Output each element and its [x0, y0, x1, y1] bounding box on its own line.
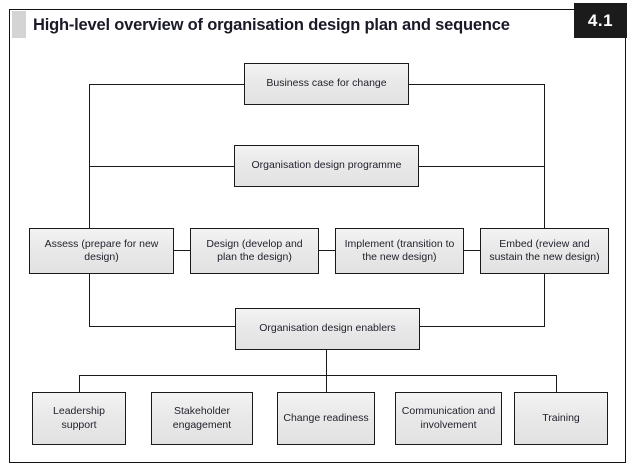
connector-businesscase-right [409, 84, 545, 86]
connector-embed-down [544, 274, 546, 327]
connector-enablers-right [419, 326, 545, 328]
node-stakeholder-engagement[interactable]: Stakeholder engagement [151, 392, 253, 445]
title-accent-bar [12, 11, 26, 38]
connector-assess-down [89, 274, 91, 327]
connector-assess-design [173, 250, 191, 252]
connector-distribution-bar [79, 375, 557, 377]
node-business-case[interactable]: Business case for change [244, 63, 409, 105]
node-leadership-support[interactable]: Leadership support [32, 392, 126, 445]
diagram-canvas: Business case for change Organisation de… [9, 44, 626, 463]
node-organisation-design-programme[interactable]: Organisation design programme [234, 145, 419, 187]
node-design[interactable]: Design (develop and plan the design) [190, 228, 319, 274]
connector-enablers-down [326, 350, 328, 376]
node-training[interactable]: Training [514, 392, 608, 445]
node-organisation-design-enablers[interactable]: Organisation design enablers [235, 308, 420, 350]
figure-number-badge: 4.1 [574, 3, 627, 38]
connector-design-implement [318, 250, 336, 252]
connector-programme-left [89, 166, 234, 168]
connector-drop-training [556, 375, 558, 393]
node-implement[interactable]: Implement (transition to the new design) [335, 228, 464, 274]
node-embed[interactable]: Embed (review and sustain the new design… [480, 228, 609, 274]
node-assess[interactable]: Assess (prepare for new design) [29, 228, 174, 274]
connector-businesscase-left [89, 84, 244, 86]
connector-drop-leadership [79, 375, 81, 393]
node-communication-and-involvement[interactable]: Communication and involvement [395, 392, 502, 445]
connector-programme-right [419, 166, 545, 168]
connector-left-rail [89, 84, 91, 228]
node-change-readiness[interactable]: Change readiness [277, 392, 375, 445]
connector-enablers-left [89, 326, 235, 328]
connector-implement-embed [463, 250, 481, 252]
figure-title: High-level overview of organisation desi… [33, 15, 510, 34]
connector-drop-readiness [326, 375, 328, 393]
connector-right-rail [544, 84, 546, 228]
